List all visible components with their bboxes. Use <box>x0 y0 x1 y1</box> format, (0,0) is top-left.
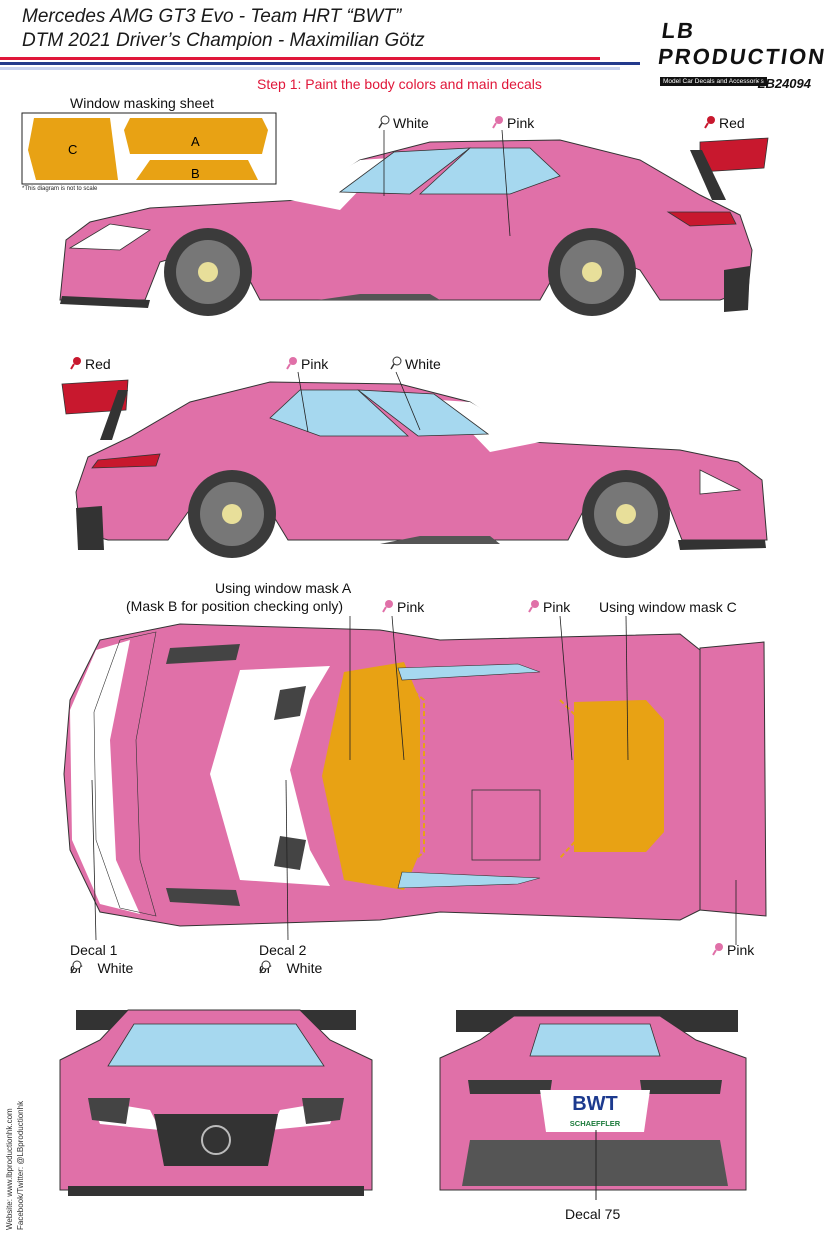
mask-label-a: A <box>191 134 200 149</box>
header-stripe-blue <box>0 62 640 65</box>
pin-white-icon <box>378 115 392 130</box>
decal-2-label: Decal 2 <box>259 942 307 958</box>
pin-pink-icon <box>712 943 726 957</box>
white-text: White <box>286 960 323 976</box>
sponsor-schaeffler: SCHAEFFLER <box>570 1119 621 1128</box>
callout-label: Pink <box>543 599 571 615</box>
header-stripe-red <box>0 57 600 60</box>
decal-2-alt: orWhite <box>259 960 322 976</box>
callout-label: White <box>393 115 429 131</box>
pin-white-icon <box>390 356 404 371</box>
mercedes-star-icon <box>201 1125 231 1155</box>
callout-red-2: Red <box>70 356 111 372</box>
brand-logo: LB PRODUCTION Model Car Decals and Acces… <box>656 18 827 86</box>
rear-view: BWT SCHAEFFLER <box>439 1010 747 1200</box>
pin-red-icon <box>70 357 84 371</box>
pin-pink-icon <box>286 357 300 371</box>
leader-lines <box>91 129 737 945</box>
callout-pink-2: Pink <box>286 356 328 372</box>
mask-label-b: B <box>191 166 200 181</box>
pin-white-icon <box>259 960 285 975</box>
mask-a-shape <box>124 118 268 154</box>
side-view-right <box>59 137 769 316</box>
masking-sheet-note: *This diagram is not to scale <box>22 186 98 192</box>
decal-1-alt: orWhite <box>70 960 133 976</box>
decal-1-area <box>70 640 140 914</box>
callout-pink-4: Pink <box>528 599 570 615</box>
rear-wing-red-left <box>61 379 129 415</box>
callout-label: Pink <box>727 942 755 958</box>
header-stripe-light <box>0 67 620 70</box>
logo-tagline: Model Car Decals and Accessories <box>660 77 767 86</box>
product-code: LB24094 <box>757 76 811 91</box>
callout-label: Red <box>719 115 745 131</box>
mask-c-shape <box>28 118 118 180</box>
mask-b-shape <box>136 160 258 180</box>
pin-pink-icon <box>528 600 542 614</box>
front-grille <box>154 1114 278 1166</box>
title-line-2: DTM 2021 Driver’s Champion - Maximilian … <box>22 30 425 51</box>
window-masking-sheet: C A B <box>21 112 277 185</box>
decal-1-label: Decal 1 <box>70 942 118 958</box>
rear-wing-red <box>699 137 769 173</box>
callout-pink-1: Pink <box>492 115 534 131</box>
callout-pink-5: Pink <box>712 942 754 958</box>
callout-label: Red <box>85 356 111 372</box>
callout-white-2: White <box>390 356 441 372</box>
mask-label-c: C <box>68 142 77 157</box>
rear-wing-top <box>699 641 767 917</box>
mask-b-note: (Mask B for position checking only) <box>126 598 344 614</box>
decal-2-area <box>210 666 330 886</box>
callout-label: White <box>405 356 441 372</box>
callout-red-1: Red <box>704 115 745 131</box>
rear-diffuser <box>462 1140 728 1186</box>
top-view <box>63 623 767 927</box>
title-line-1: Mercedes AMG GT3 Evo - Team HRT “BWT” <box>22 6 402 27</box>
side-view-left <box>61 379 768 558</box>
pin-white-icon <box>70 960 96 975</box>
callout-pink-3: Pink <box>382 599 424 615</box>
mask-a-label: Using window mask A <box>215 580 352 596</box>
white-text: White <box>97 960 134 976</box>
sponsor-bwt: BWT <box>572 1093 618 1115</box>
mask-c-top <box>574 700 664 852</box>
front-view <box>59 1009 373 1196</box>
decal-75-label: Decal 75 <box>565 1206 621 1222</box>
mask-c-label: Using window mask C <box>599 599 737 615</box>
masking-sheet-title: Window masking sheet <box>70 95 214 111</box>
callout-label: Pink <box>397 599 425 615</box>
pin-pink-icon <box>382 600 396 614</box>
bwt-decal-panel <box>540 1090 650 1132</box>
mask-a-top <box>322 662 420 890</box>
callout-white-1: White <box>378 115 429 131</box>
step-instruction: Step 1: Paint the body colors and main d… <box>257 76 542 92</box>
callout-label: Pink <box>507 115 535 131</box>
pin-red-icon <box>704 116 718 130</box>
pin-pink-icon <box>492 116 506 130</box>
callout-label: Pink <box>301 356 329 372</box>
